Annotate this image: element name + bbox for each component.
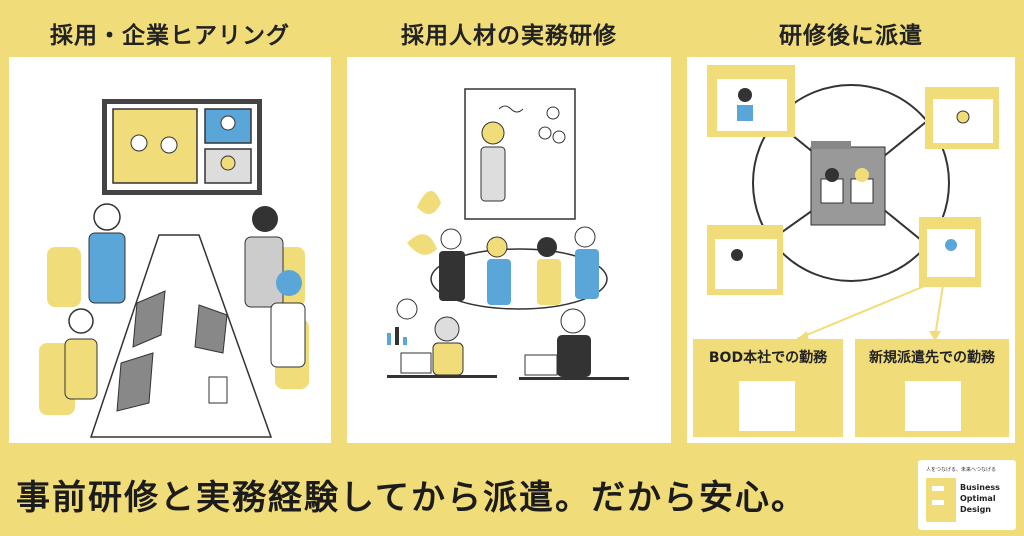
panel-title: 採用・企業ヒアリング [9, 9, 331, 57]
panel-dispatch: 研修後に派遣 [684, 6, 1018, 446]
logo-name: Business Optimal Design [960, 483, 1000, 514]
illustration-meeting [9, 57, 331, 443]
panel-title: 研修後に派遣 [687, 9, 1015, 57]
panel-practical-training: 採用人材の実務研修 [344, 6, 674, 446]
panel-hiring-hearing: 採用・企業ヒアリング [6, 6, 334, 446]
panel-title: 採用人材の実務研修 [347, 9, 671, 57]
footer-banner: 事前研修と実務経験してから派遣。だから安心。 人をつなげる、未来へつなげる Bu… [0, 452, 1024, 536]
logo-tagline: 人をつなげる、未来へつなげる [926, 467, 997, 473]
destination-label-bod-head-office: BOD本社での勤務 [693, 339, 843, 375]
illustration-client-site-worker [855, 375, 1009, 437]
illustration-bod-office-worker [693, 375, 843, 437]
logo-mark-icon [926, 478, 956, 522]
illustration-training [347, 57, 671, 443]
destination-label-new-client: 新規派遣先での勤務 [855, 339, 1009, 375]
illustration-dispatch: BOD本社での勤務 新規派遣先での勤務 [687, 57, 1015, 443]
slogan: 事前研修と実務経験してから派遣。だから安心。 [16, 478, 807, 518]
company-logo: 人をつなげる、未来へつなげる Business Optimal Design [918, 460, 1016, 530]
